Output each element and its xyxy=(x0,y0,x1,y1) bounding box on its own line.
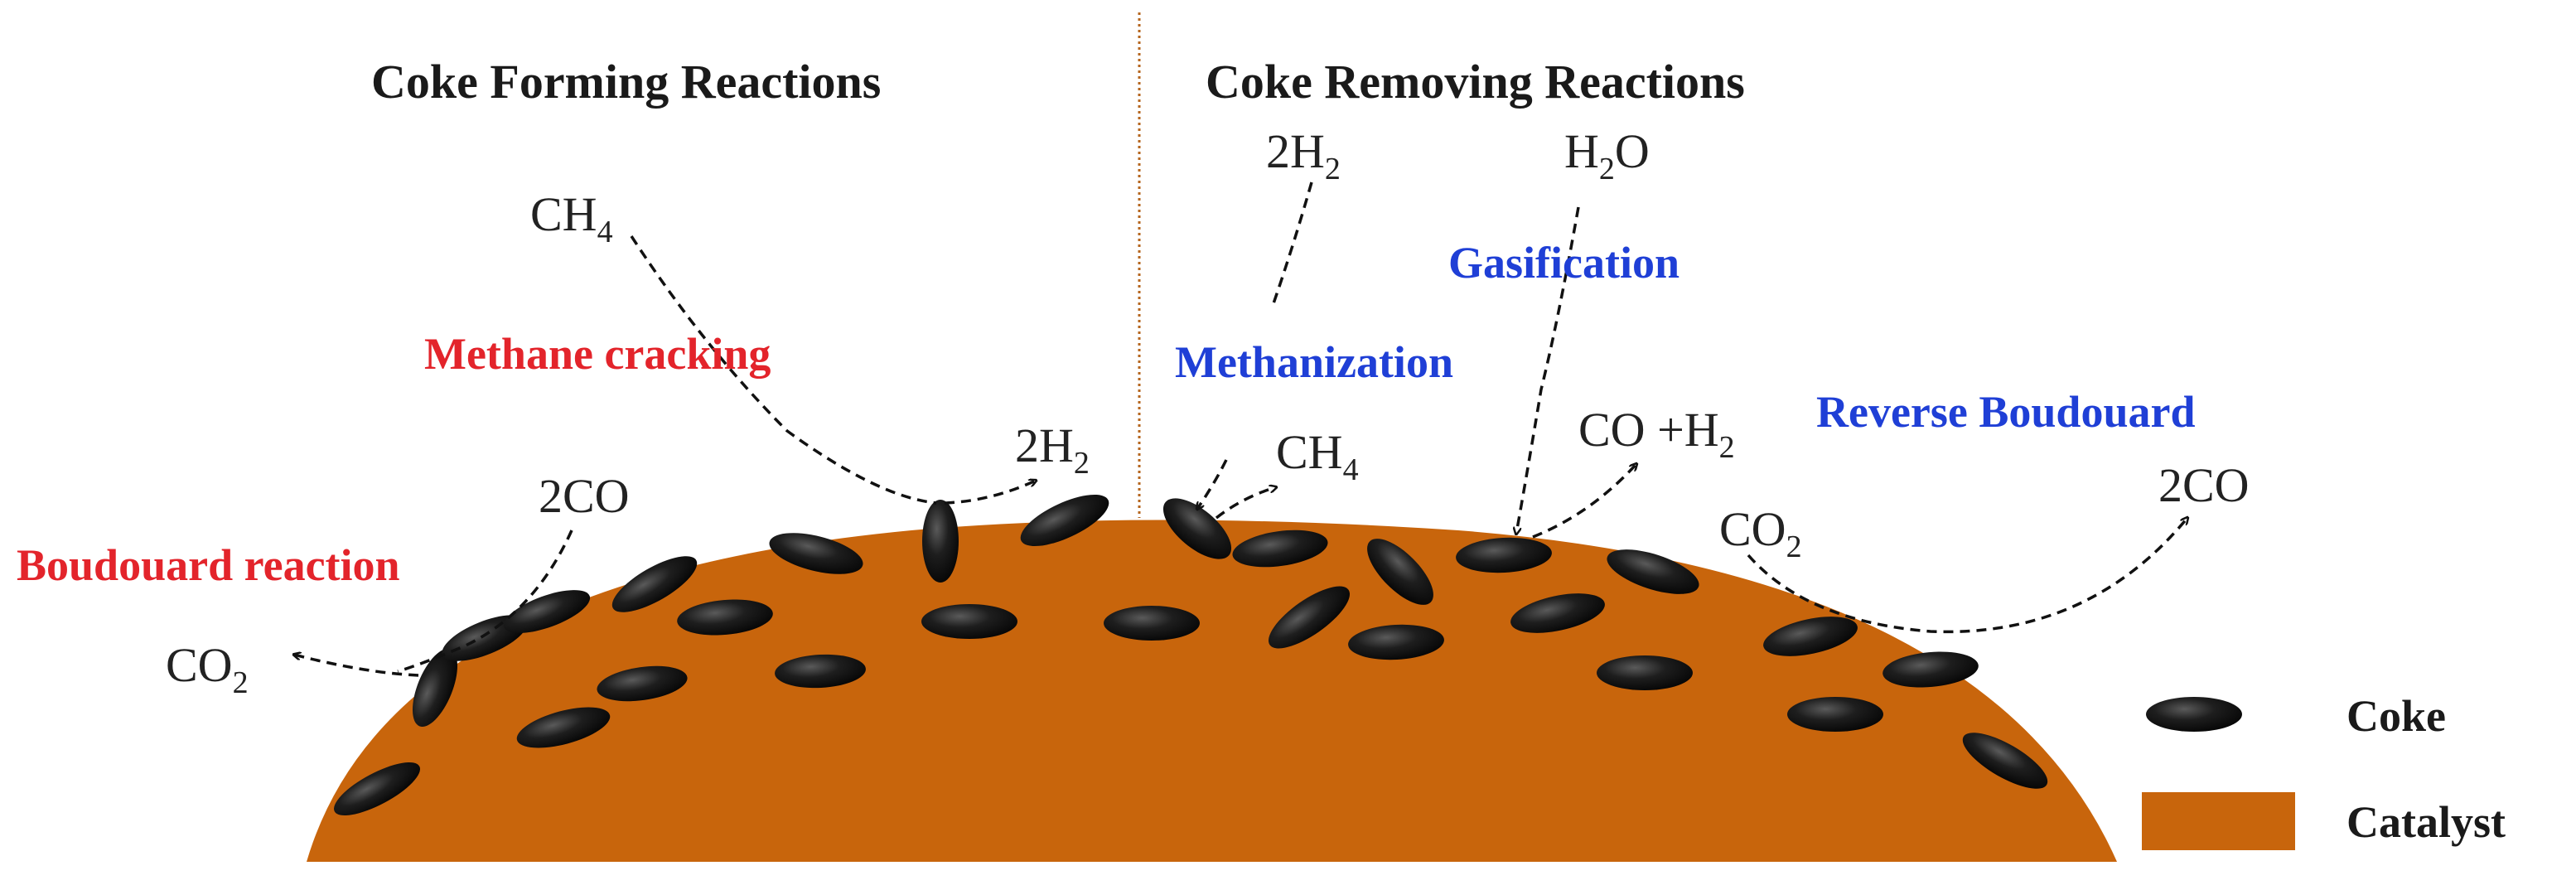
species-2h2-top: 2H2 xyxy=(1266,124,1341,186)
reaction-arrows xyxy=(294,181,2187,677)
coke-particle xyxy=(611,556,698,612)
coke-particle xyxy=(1607,549,1699,594)
legend-catalyst-swatch xyxy=(2142,792,2295,850)
legend-coke-swatch xyxy=(2146,697,2242,732)
coke-particle xyxy=(1456,537,1552,573)
legend-coke-label: Coke xyxy=(2346,691,2446,741)
label-methane-cracking: Methane cracking xyxy=(424,329,771,379)
species-co2-left: CO2 xyxy=(166,638,249,700)
coke-particle xyxy=(922,500,959,583)
methanization-arrow-in-lower xyxy=(1197,459,1228,509)
label-gasification: Gasification xyxy=(1448,238,1679,288)
coke-particle xyxy=(769,533,863,574)
methane-cracking-arrow-in xyxy=(630,235,937,505)
coke-particle xyxy=(677,599,773,636)
label-boudouard-reaction: Boudouard reaction xyxy=(17,540,400,590)
heading-coke-removing: Coke Removing Reactions xyxy=(1206,55,1745,109)
catalyst-dome xyxy=(307,520,2117,862)
coke-particle xyxy=(334,762,420,815)
species-ch4-surface: CH4 xyxy=(1276,425,1359,487)
coke-particle xyxy=(1763,617,1858,656)
coke-particle xyxy=(921,604,1017,639)
species-2co-left: 2CO xyxy=(539,469,630,523)
coke-particle xyxy=(1020,494,1109,547)
species-2co-right: 2CO xyxy=(2158,458,2250,512)
coke-particle xyxy=(503,590,591,633)
coke-particle xyxy=(1597,655,1693,690)
species-h2o-top: H2O xyxy=(1564,124,1650,186)
coke-particle xyxy=(1104,606,1200,641)
coke-particle xyxy=(1268,586,1351,649)
methanization-arrow-out xyxy=(1215,487,1276,520)
coke-particle xyxy=(1787,697,1883,732)
methanization-arrow-in xyxy=(1270,181,1313,309)
coke-particles xyxy=(334,494,2048,815)
species-ch4-top: CH4 xyxy=(530,187,613,249)
coke-particle xyxy=(1962,733,2048,789)
species-co-h2: CO +H2 xyxy=(1578,403,1735,465)
boudouard-arrow-out xyxy=(294,655,419,677)
coke-particle xyxy=(597,665,688,702)
species-co2-right: CO2 xyxy=(1719,502,1802,564)
coke-particle xyxy=(516,707,611,748)
coke-particle xyxy=(1510,593,1605,633)
species-2h2-cracking: 2H2 xyxy=(1015,418,1090,481)
gasification-arrow-in xyxy=(1516,206,1580,534)
label-reverse-boudouard: Reverse Boudouard xyxy=(1816,387,2196,437)
legend: Coke Catalyst xyxy=(2142,691,2506,850)
coke-particle xyxy=(775,654,866,689)
label-methanization: Methanization xyxy=(1175,337,1453,387)
coke-particle xyxy=(412,648,458,728)
coke-particle xyxy=(1367,539,1433,605)
coke-particle xyxy=(1232,530,1328,568)
coke-particle xyxy=(1348,624,1444,660)
reverse-boudouard-arrow xyxy=(1747,518,2187,634)
coke-particle xyxy=(1882,651,1979,688)
legend-catalyst-label: Catalyst xyxy=(2346,797,2506,847)
methane-cracking-arrow-out xyxy=(944,481,1036,505)
gasification-arrow-out xyxy=(1532,464,1636,539)
heading-coke-forming: Coke Forming Reactions xyxy=(371,55,881,109)
coke-particle xyxy=(1162,498,1232,559)
